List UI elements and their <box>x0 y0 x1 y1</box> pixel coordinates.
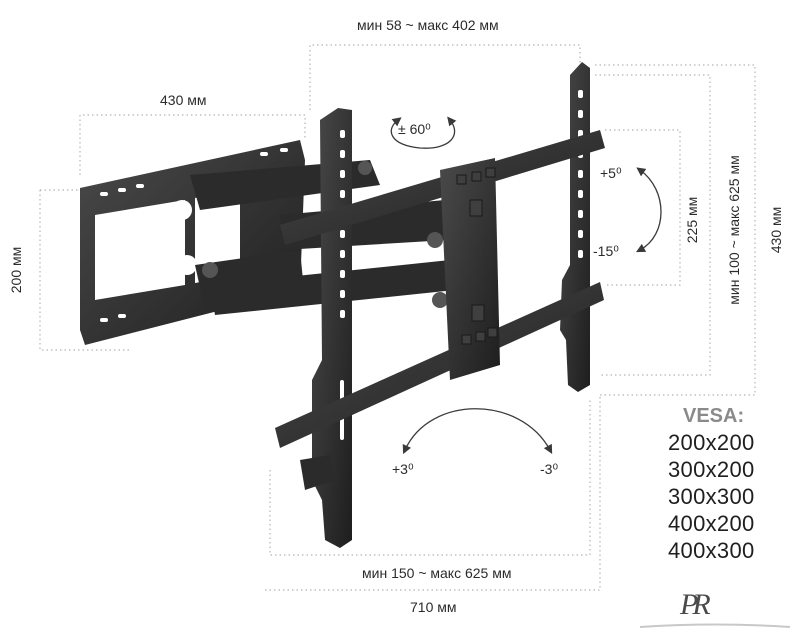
plate-width-guide <box>79 114 306 175</box>
total-height-label: 430 мм <box>768 206 784 254</box>
plate-height-label: 200 мм <box>8 246 24 294</box>
vesa-size-item: 300x200 <box>668 457 755 482</box>
vesa-size-item: 200x200 <box>668 430 755 455</box>
vesa-size-item: 400x200 <box>668 511 755 536</box>
tilt-down-label: -15⁰ <box>593 243 619 259</box>
tilt-up-label: +5⁰ <box>600 165 622 181</box>
right-vesa-bracket <box>560 62 590 392</box>
vesa-size-item: 400x300 <box>668 538 755 563</box>
brand-underline-icon <box>640 623 790 628</box>
tilt-span-guide <box>605 129 681 286</box>
center-pivot-plate <box>440 158 500 380</box>
swivel-label: ± 60⁰ <box>398 121 431 137</box>
vesa-height-range-label: мин 100 ~ макс 625 мм <box>726 155 742 305</box>
level-left-label: +3⁰ <box>392 461 414 477</box>
total-width-guide <box>265 395 601 591</box>
vesa-title: VESA: <box>683 405 745 427</box>
dimension-guides <box>39 44 756 591</box>
top-width-guide <box>309 44 581 110</box>
tilt-arc <box>635 167 662 253</box>
tilt-span-label: 225 мм <box>684 196 700 244</box>
total-width-label: 710 мм <box>410 599 457 615</box>
level-right-label: -3⁰ <box>540 461 559 477</box>
vesa-width-guide <box>269 400 591 556</box>
vesa-width-range-label: мин 150 ~ макс 625 мм <box>362 565 512 581</box>
rotation-indicators <box>390 116 662 455</box>
swivel-arc <box>390 116 457 149</box>
plate-width-label: 430 мм <box>160 92 207 108</box>
level-arc <box>402 408 553 455</box>
top-width-label: мин 58 ~ макс 402 мм <box>357 17 499 33</box>
brand-logo: PR <box>680 588 711 621</box>
vesa-size-item: 300x300 <box>668 484 755 509</box>
total-height-guide <box>595 64 756 396</box>
